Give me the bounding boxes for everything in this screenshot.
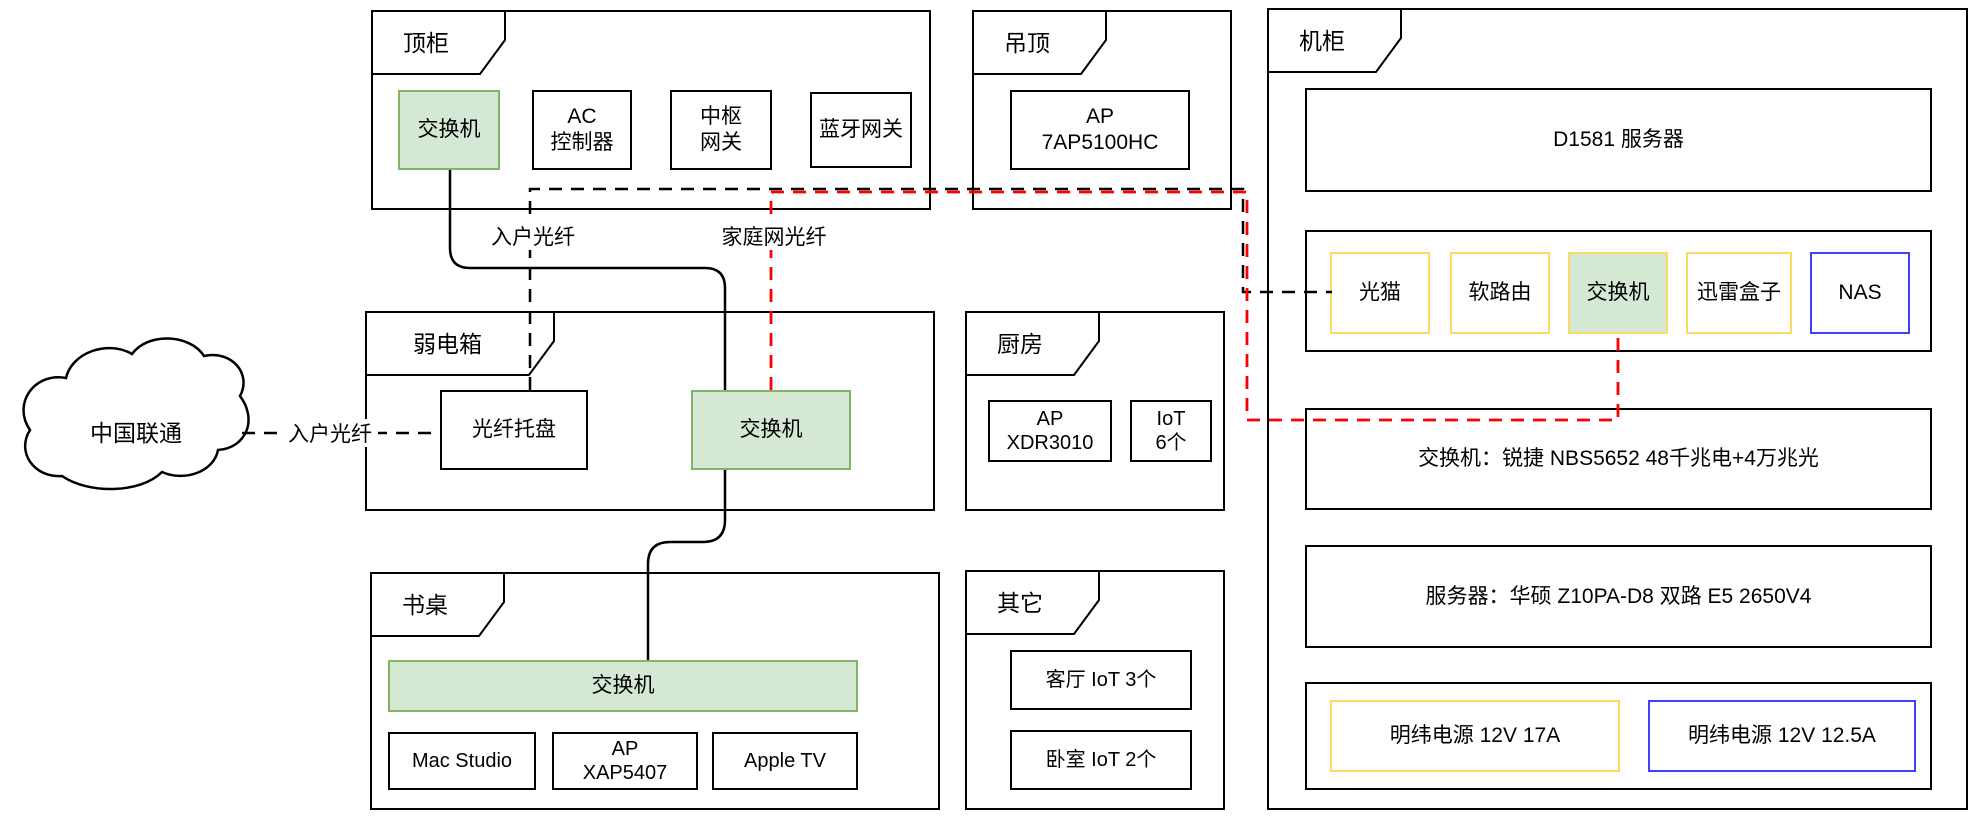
node-label: 卧室 IoT 2个 [1045,749,1157,771]
group-top-cabinet-tab: 顶柜 [371,10,506,81]
group-rack-title: 机柜 [1299,28,1345,54]
group-weak-current-box-title: 弱电箱 [413,331,482,357]
node-label: IoT 6个 [1155,408,1187,454]
group-ceiling: 吊顶 [972,10,1232,210]
group-rack-tab: 机柜 [1267,8,1402,79]
node-d1581-server: D1581 服务器 [1305,88,1932,192]
group-kitchen-tab: 厨房 [965,311,1100,382]
node-label: 客厅 IoT 3个 [1045,669,1157,691]
node-apple-tv: Apple TV [712,732,858,790]
node-rack-switch: 交换机 [1568,252,1668,334]
group-ceiling-tab: 吊顶 [972,10,1107,81]
node-label: AP 7AP5100HC [1041,105,1159,154]
node-mac-studio: Mac Studio [388,732,536,790]
node-livingroom-iot: 客厅 IoT 3个 [1010,650,1192,710]
node-fiber-tray: 光纤托盘 [440,390,588,470]
node-desk-switch: 交换机 [388,660,858,712]
node-label: 服务器：华硕 Z10PA-D8 双路 E5 2650V4 [1425,584,1812,608]
node-thunder-box: 迅雷盒子 [1686,252,1792,334]
group-ceiling-title: 吊顶 [1004,30,1050,56]
edge-label-fiber-entry: 入户光纤 [485,222,581,250]
node-label: 交换机：锐捷 NBS5652 48千兆电+4万兆光 [1418,447,1819,470]
node-psu-17a: 明纬电源 12V 17A [1330,700,1620,772]
node-label: 光纤托盘 [472,418,556,441]
tab-shape [371,10,506,75]
node-label: 交换机 [1586,281,1650,304]
node-psu-125a: 明纬电源 12V 12.5A [1648,700,1916,772]
node-top-switch: 交换机 [398,90,500,170]
tab-shape [965,570,1100,635]
node-label: Apple TV [744,750,826,772]
node-bedroom-iot: 卧室 IoT 2个 [1010,730,1192,790]
node-label: Mac Studio [411,750,513,772]
node-label: 蓝牙网关 [819,118,903,141]
group-others: 其它 [965,570,1225,810]
node-rack-server-detail: 服务器：华硕 Z10PA-D8 双路 E5 2650V4 [1305,545,1932,648]
node-ac-controller: AC 控制器 [532,90,632,170]
node-label: 交换机 [591,674,655,697]
node-label: 迅雷盒子 [1697,281,1781,304]
node-label: AP XAP5407 [582,738,668,784]
node-bluetooth-gateway: 蓝牙网关 [810,92,912,168]
group-kitchen-title: 厨房 [997,331,1043,357]
group-desk: 书桌 [370,572,940,810]
group-others-tab: 其它 [965,570,1100,641]
node-rack-switch-detail: 交换机：锐捷 NBS5652 48千兆电+4万兆光 [1305,408,1932,510]
edge-label-fiber-entry-cloud: 入户光纤 [282,419,378,447]
node-label: 软路由 [1468,281,1532,304]
node-label: 明纬电源 12V 17A [1389,724,1561,747]
node-weakbox-switch: 交换机 [691,390,851,470]
tab-shape [972,10,1107,75]
node-ceiling-ap: AP 7AP5100HC [1010,90,1190,170]
group-weak-current-box-tab: 弱电箱 [365,311,555,382]
node-label: 交换机 [417,118,481,141]
node-kitchen-ap: AP XDR3010 [988,400,1112,462]
node-label: NAS [1838,281,1882,304]
group-desk-tab: 书桌 [370,572,505,643]
group-top-cabinet-title: 顶柜 [403,30,449,56]
node-label: 光猫 [1359,281,1401,304]
isp-cloud-label: 中国联通 [90,420,182,446]
group-others-title: 其它 [997,590,1043,616]
node-hub-gateway: 中枢 网关 [670,90,772,170]
node-label: AP XDR3010 [1006,408,1094,454]
node-label: 中枢 网关 [700,105,742,154]
node-soft-router: 软路由 [1450,252,1550,334]
node-kitchen-iot: IoT 6个 [1130,400,1212,462]
node-label: 交换机 [739,418,803,441]
edge-label-home-fiber: 家庭网光纤 [714,222,834,250]
node-label: D1581 服务器 [1553,128,1684,151]
tab-shape [1267,8,1402,73]
node-optical-modem: 光猫 [1330,252,1430,334]
group-desk-title: 书桌 [402,592,448,618]
node-nas: NAS [1810,252,1910,334]
node-label: AC 控制器 [550,105,614,154]
tab-shape [370,572,505,637]
node-desk-ap: AP XAP5407 [552,732,698,790]
node-label: 明纬电源 12V 12.5A [1688,724,1876,747]
